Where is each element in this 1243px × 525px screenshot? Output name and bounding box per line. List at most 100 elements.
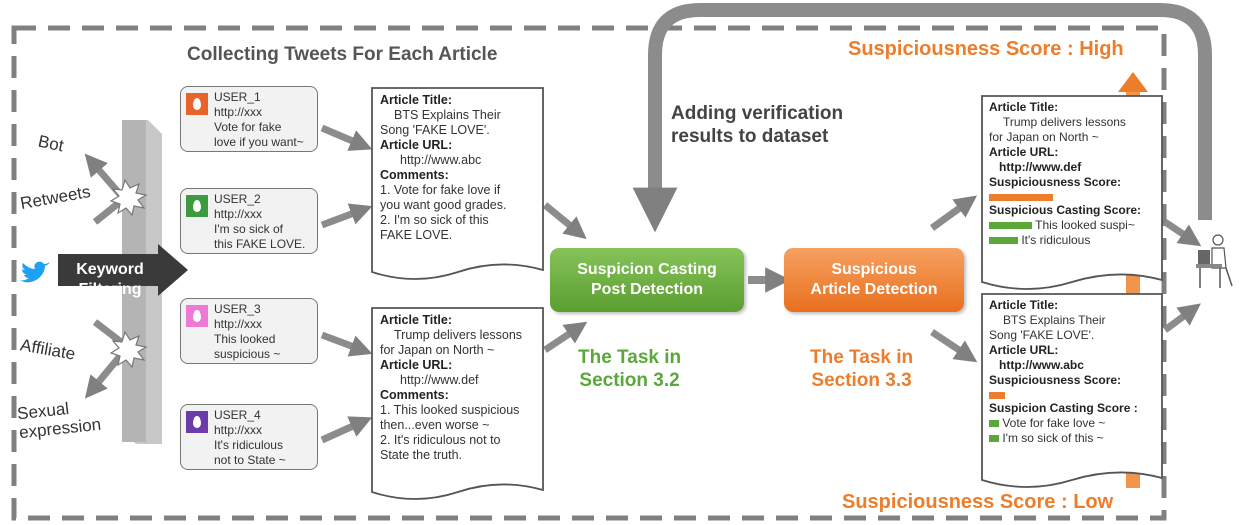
verification-note-line: Adding verification — [671, 103, 844, 124]
result-url-label: Article URL: — [989, 343, 1059, 357]
avatar — [186, 305, 208, 327]
result-title-label: Article Title: — [989, 298, 1059, 312]
comment-line: 2. It's ridiculous not to — [380, 433, 501, 447]
twitter-bird-icon — [20, 261, 50, 283]
result-title: Trump delivers lessons — [1003, 115, 1126, 129]
result-url: http://www.def — [999, 160, 1082, 174]
result-url: http://www.abc — [999, 358, 1084, 372]
burst-icon — [109, 178, 148, 217]
verification-note: Adding verification results to dataset — [671, 102, 843, 148]
task-line: Section 3.3 — [811, 370, 912, 391]
tweet-text: Vote for fake — [214, 120, 282, 134]
avatar — [186, 93, 208, 115]
article-doc-1 — [371, 87, 544, 280]
tweet-user: USER_1 — [214, 90, 261, 104]
keyword-filtering-line: Keyword — [76, 261, 144, 278]
comment-line: 1. This looked suspicious — [380, 403, 520, 417]
result-1-content: Article Title: Trump delivers lessons fo… — [989, 100, 1141, 248]
comment-line: 1. Vote for fake love if — [380, 183, 501, 197]
verification-note-line: results to dataset — [671, 126, 829, 147]
tweet-user: USER_3 — [214, 302, 261, 316]
article-url: http://www.def — [400, 373, 479, 387]
article-1-content: Article Title: BTS Explains Their Song '… — [380, 93, 506, 243]
burst-icon — [109, 330, 148, 369]
casting-comment: It's ridiculous — [1021, 233, 1091, 247]
tweet-card-4: USER_4 http://xxx It's ridiculous not to… — [180, 404, 318, 470]
article-doc-2 — [371, 307, 544, 500]
casting-score-bar — [989, 420, 999, 428]
avatar — [186, 411, 208, 433]
result-doc-2 — [981, 293, 1163, 488]
tweet-text: This looked — [214, 332, 276, 346]
casting-comment: Vote for fake love ~ — [1002, 416, 1106, 430]
task-line: The Task in — [810, 347, 914, 368]
arrow-result2-user — [1162, 303, 1201, 333]
arrow-tweet1 — [320, 124, 373, 151]
article-url-label: Article URL: — [380, 138, 453, 152]
article-title: BTS Explains Their — [394, 108, 501, 122]
tweet-card-3: USER_3 http://xxx This looked suspicious… — [180, 298, 318, 364]
article-title: Song 'FAKE LOVE'. — [380, 123, 490, 137]
task-section-3-3: The Task in Section 3.3 — [810, 346, 913, 392]
box-line: Suspicion Casting — [577, 261, 717, 278]
tweet-text: love if you want~ — [214, 135, 304, 149]
casting-comment: I'm so sick of this ~ — [1002, 431, 1104, 445]
egg-icon — [193, 416, 201, 428]
casting-score-bar — [989, 435, 999, 443]
arrow-to-result2 — [930, 329, 978, 363]
comment-line: FAKE LOVE. — [380, 228, 453, 242]
result-2-content: Article Title: BTS Explains Their Song '… — [989, 298, 1138, 446]
article-url-label: Article URL: — [380, 358, 453, 372]
suspicious-article-detection-box: Suspicious Article Detection — [784, 248, 964, 312]
comment-line: State the truth. — [380, 448, 462, 462]
suspiciousness-score-label: Suspiciousness Score: — [989, 373, 1122, 387]
result-title: for Japan on North ~ — [989, 130, 1099, 144]
score-axis-arrowhead — [1118, 72, 1148, 92]
arrow-result1-user — [1163, 219, 1202, 247]
casting-score-label: Suspicious Casting Score: — [989, 203, 1142, 217]
tweet-card-2: USER_2 http://xxx I'm so sick of this FA… — [180, 188, 318, 254]
article-title-label: Article Title: — [380, 313, 453, 327]
comments-label: Comments: — [380, 388, 449, 402]
result-title-label: Article Title: — [989, 100, 1059, 114]
tweet-text: not to State ~ — [214, 453, 286, 467]
arrow-from-affiliate — [92, 319, 128, 348]
arrow-tweet3 — [320, 331, 373, 357]
box-line: Post Detection — [590, 281, 703, 298]
tweet-card-1: USER_1 http://xxx Vote for fake love if … — [180, 86, 318, 152]
task-section-3-2: The Task in Section 3.2 — [578, 346, 681, 392]
casting-score-bar — [989, 237, 1018, 245]
tweet-url: http://xxx — [214, 317, 263, 331]
suspicion-casting-post-detection-box: Suspicion Casting Post Detection — [550, 248, 744, 312]
suspiciousness-score-bar — [989, 392, 1005, 400]
tweet-url: http://xxx — [214, 423, 263, 437]
tweet-url: http://xxx — [214, 207, 263, 221]
article-title-label: Article Title: — [380, 93, 453, 107]
egg-icon — [193, 310, 201, 322]
tweet-text: It's ridiculous — [214, 438, 283, 452]
tweet-url: http://xxx — [214, 105, 263, 119]
article-url: http://www.abc — [400, 153, 482, 167]
casting-score-bar — [989, 222, 1032, 230]
arrow-to-result1 — [929, 195, 978, 231]
arrow-tweet4 — [320, 416, 373, 444]
user-at-desk-icon — [1196, 234, 1233, 288]
result-title: BTS Explains Their — [1003, 313, 1106, 327]
feedback-arrow — [632, 3, 1212, 233]
article-2-content: Article Title: Trump delivers lessons fo… — [380, 313, 522, 463]
score-low-label: Suspiciousness Score : Low — [842, 491, 1114, 513]
score-high-label: Suspiciousness Score : High — [848, 38, 1124, 60]
result-url-label: Article URL: — [989, 145, 1059, 159]
article-title: Trump delivers lessons — [394, 328, 523, 342]
task-line: The Task in — [578, 347, 682, 368]
keyword-filtering-label: Keyword Filtering — [70, 260, 150, 300]
casting-score-label: Suspicion Casting Score : — [989, 401, 1138, 415]
article-title: for Japan on North ~ — [380, 343, 495, 357]
arrow-article1 — [542, 202, 587, 240]
diagram-title: Collecting Tweets For Each Article — [187, 44, 498, 65]
egg-icon — [193, 98, 201, 110]
comment-line: you want good grades. — [380, 198, 507, 212]
comment-line: then...even worse ~ — [380, 418, 490, 432]
tweet-user: USER_4 — [214, 408, 261, 422]
